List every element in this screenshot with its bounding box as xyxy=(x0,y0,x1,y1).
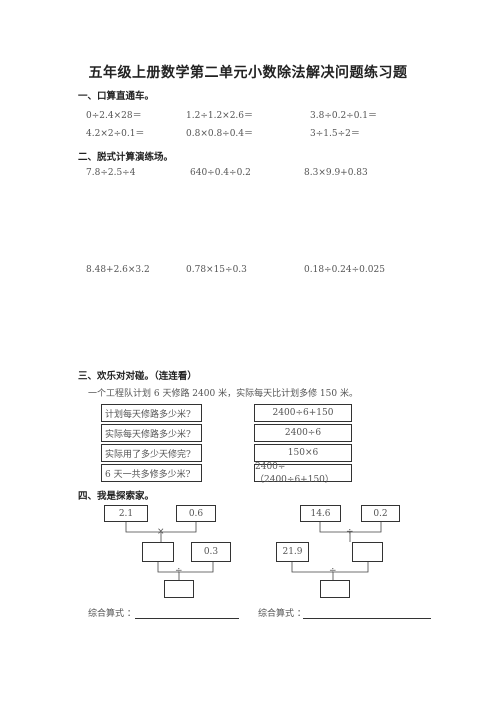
operator-symbol: ÷ xyxy=(329,566,337,576)
question-box[interactable]: 实际每天修路多少米? xyxy=(101,424,202,442)
page-title: 五年级上册数学第二单元小数除法解决问题练习题 xyxy=(88,65,408,81)
formula-box[interactable]: 2400÷6 xyxy=(254,424,352,442)
oral-problem: 3.8÷0.2÷0.1＝ xyxy=(310,111,378,121)
section-1-heading: 一、口算直通车。 xyxy=(78,91,155,102)
number-box: 21.9 xyxy=(276,542,309,562)
oral-problem: 3÷1.5÷2＝ xyxy=(310,129,360,139)
oral-problem: 0÷2.4×28＝ xyxy=(86,111,142,121)
answer-box[interactable] xyxy=(164,580,194,598)
answer-line[interactable] xyxy=(135,618,239,619)
section-3-heading: 三、欢乐对对碰。（连连看） xyxy=(78,371,197,382)
number-box: 0.2 xyxy=(361,505,400,522)
operator-symbol: ÷ xyxy=(346,527,354,537)
answer-box[interactable] xyxy=(142,542,174,562)
calc-problem: 0.18÷0.24÷0.025 xyxy=(304,265,385,275)
answer-box[interactable] xyxy=(352,542,383,562)
calc-problem: 640÷0.4÷0.2 xyxy=(190,168,251,178)
answer-line[interactable] xyxy=(303,618,431,619)
number-box: 0.6 xyxy=(176,505,216,522)
calc-problem: 8.48+2.6×3.2 xyxy=(86,265,150,275)
oral-problem: 1.2÷1.2×2.6＝ xyxy=(186,111,254,121)
number-box: 14.6 xyxy=(300,505,341,522)
formula-box[interactable]: 2400÷6+150 xyxy=(254,404,352,422)
formula-label: 综合算式 ： xyxy=(88,609,136,619)
operator-symbol: × xyxy=(157,527,165,537)
oral-problem: 4.2×2÷0.1＝ xyxy=(86,129,145,139)
formula-box[interactable]: 2400÷（2400÷6+150） xyxy=(254,462,352,485)
number-box: 0.3 xyxy=(191,542,231,562)
question-box[interactable]: 计划每天修路多少米? xyxy=(101,404,202,422)
calc-problem: 8.3×9.9+0.83 xyxy=(304,168,368,178)
operator-symbol: ÷ xyxy=(175,566,183,576)
section-4-heading: 四、我是探索家。 xyxy=(78,491,155,502)
number-box: 2.1 xyxy=(104,505,148,522)
answer-box[interactable] xyxy=(320,580,350,598)
word-problem: 一个工程队计划 6 天修路 2400 米，实际每天比计划多修 150 米。 xyxy=(88,389,358,399)
question-box[interactable]: 实际用了多少天修完? xyxy=(101,444,202,462)
calc-problem: 0.78×15÷0.3 xyxy=(186,265,247,275)
oral-problem: 0.8×0.8÷0.4＝ xyxy=(186,129,254,139)
calc-problem: 7.8÷2.5÷4 xyxy=(86,168,136,178)
section-2-heading: 二、脱式计算演练场。 xyxy=(78,152,174,163)
question-box[interactable]: 6 天一共多修多少米? xyxy=(101,464,202,482)
formula-box[interactable]: 150×6 xyxy=(254,444,352,462)
formula-label: 综合算式 ： xyxy=(258,609,306,619)
